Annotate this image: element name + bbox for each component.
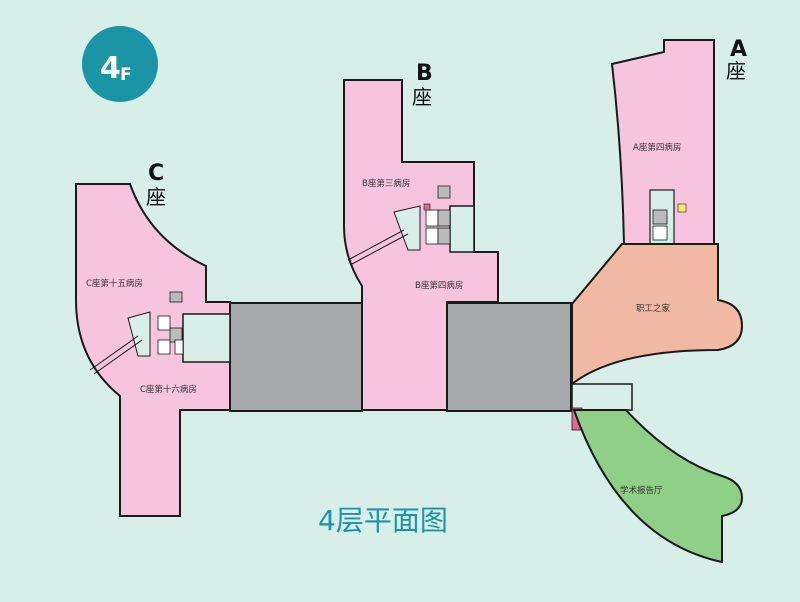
- c-elevator-2: [157, 339, 171, 355]
- wing-a-letter: A: [730, 37, 747, 62]
- label-c-ward-16: C座第十六病房: [140, 384, 197, 395]
- corridor-c-b: [229, 302, 363, 412]
- wing-a-shape: [610, 39, 715, 245]
- c-elevator-3: [174, 339, 184, 355]
- label-b-ward-3: B座第三病房: [362, 178, 410, 189]
- c-stairs-top: [169, 291, 183, 303]
- c-elevator-1: [157, 315, 171, 331]
- wing-c-letter: C: [148, 161, 164, 186]
- wing-label-c: C 座: [146, 161, 166, 209]
- wing-c-suffix: 座: [146, 185, 166, 209]
- floor-badge-circle: [82, 26, 158, 102]
- c-light-well: [182, 313, 231, 363]
- b-stairs-top: [437, 185, 451, 199]
- a-elevator: [652, 225, 668, 241]
- a-marker: [677, 203, 687, 213]
- wing-b-suffix: 座: [412, 85, 432, 109]
- c-stair-notch: [127, 311, 151, 357]
- label-a-ward-4: A座第四病房: [633, 142, 681, 153]
- b-divider-a: [347, 229, 405, 261]
- wing-label-b: B 座: [412, 61, 433, 109]
- wing-a-suffix: 座: [726, 59, 746, 83]
- wing-b: [343, 79, 499, 411]
- b-stairs-mid: [437, 209, 451, 227]
- a-stairs: [652, 209, 668, 225]
- corridor-b-a: [446, 302, 572, 412]
- floor-badge-letter: F: [120, 65, 132, 85]
- floor-badge: 4 F: [82, 26, 158, 102]
- wing-c: [75, 183, 231, 517]
- label-c-ward-15: C座第十五病房: [86, 278, 143, 289]
- b-divider-b: [351, 233, 409, 265]
- label-staff-home: 职工之家: [636, 303, 671, 314]
- label-b-ward-4: B座第四病房: [415, 280, 463, 291]
- map-title: 4层平面图: [318, 504, 448, 537]
- a-connector: [571, 383, 633, 411]
- b-light-well: [449, 205, 475, 253]
- label-lecture-hall: 学术报告厅: [620, 485, 663, 496]
- wing-b-letter: B: [416, 61, 433, 86]
- b-elevator-1: [425, 209, 439, 227]
- b-marker: [423, 203, 431, 211]
- b-stair-notch: [393, 205, 421, 251]
- floor-badge-number: 4: [100, 51, 121, 86]
- wing-a: [610, 39, 715, 245]
- staff-home-room: [571, 243, 744, 387]
- wing-label-a: A 座: [726, 37, 747, 83]
- b-stairs-low: [437, 227, 451, 245]
- c-divider-b: [93, 339, 143, 375]
- c-divider-a: [89, 335, 139, 371]
- b-elevator-2: [425, 227, 439, 245]
- wing-c-shape: [75, 183, 231, 517]
- lecture-hall-room: [572, 409, 744, 564]
